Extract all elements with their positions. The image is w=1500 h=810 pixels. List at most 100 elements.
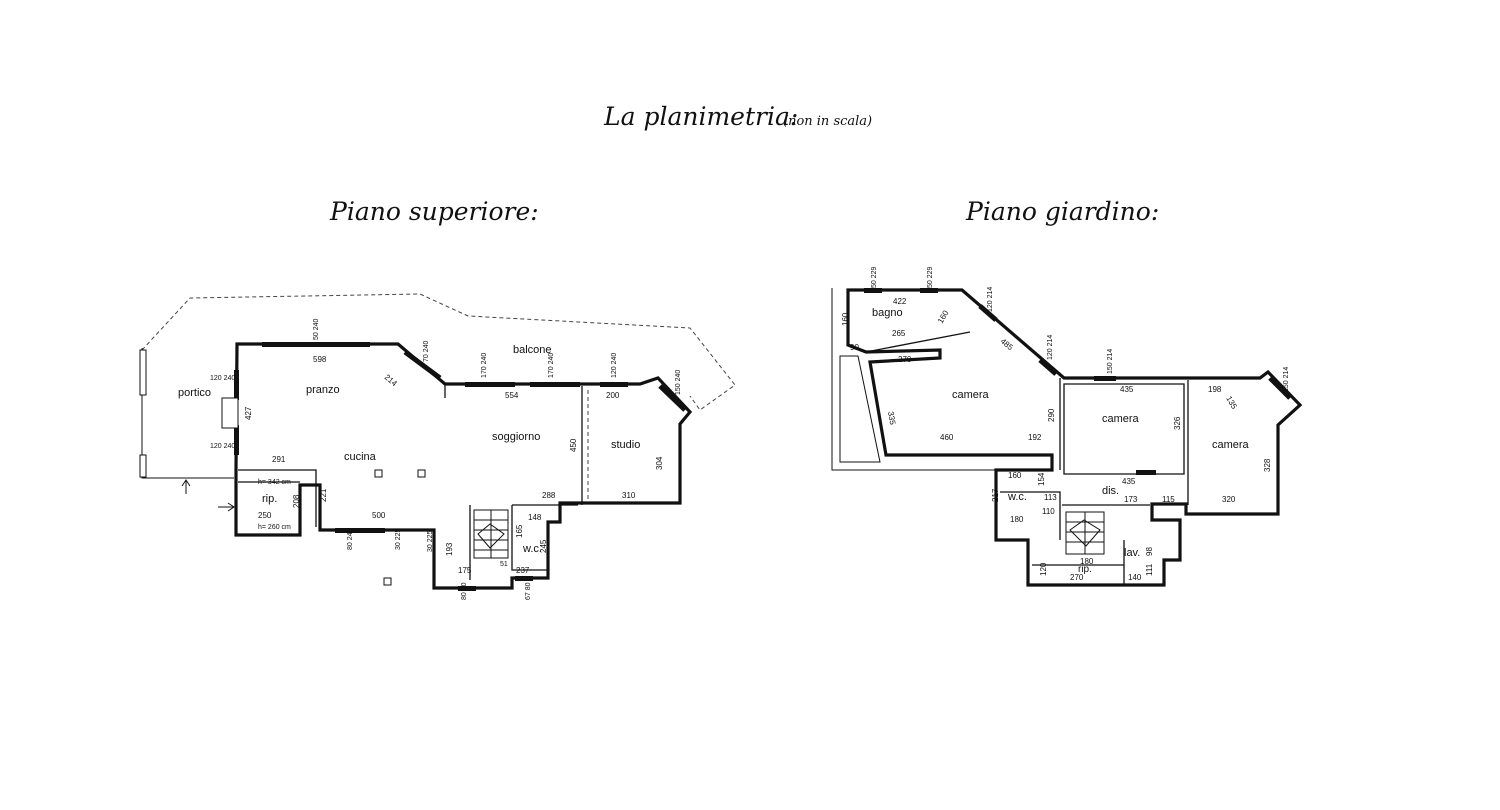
dimension-label: 460 [940,433,954,442]
wall-camera2 [1063,383,1185,475]
room-label-camera: camera [952,389,990,401]
dimension-label: h= 342 cm [258,479,291,486]
dimension-label: 111 [1145,563,1154,576]
dimension-label: 328 [1263,458,1272,472]
window-dimension: 80 240 [347,528,354,550]
upper-floor-heading: Piano superiore: [329,197,539,226]
dimension-label: 98 [1145,547,1154,556]
dimension-label: 217 [991,488,1000,502]
window [658,384,687,412]
dimension-label: 160 [1008,471,1022,480]
room-label-wc: w.c. [522,543,542,555]
dimension-label: 335 [886,411,897,426]
dimension-label: 135 [1224,395,1239,412]
wall-kitchen [238,469,317,527]
dimension-label: h= 260 cm [258,524,291,531]
room-label-lav: lav. [1124,547,1140,559]
dimension-label: 485 [999,337,1015,353]
window [978,304,998,322]
window-dimension: 30 225 [395,528,402,550]
window-dimension: 170 240 [481,353,488,378]
dimension-label: 250 [258,511,272,520]
window [234,425,239,455]
window-dimension: 67 80 [525,582,532,600]
dimension-label: 237 [516,566,530,575]
dimension-label: 221 [319,488,328,502]
dimension-label: 113 [1044,493,1057,502]
dimension-label: 120 [1039,562,1048,576]
window-dimension: 150 240 [675,370,682,395]
dimension-label: 165 [515,524,524,538]
portico-outline [141,348,234,479]
dimension-label: 173 [1124,495,1138,504]
room-label-dis: dis. [1102,485,1119,497]
dimension-label: 310 [622,491,636,500]
portico-column [139,454,147,478]
window [403,349,442,381]
window-dimension: 50 229 [927,266,934,288]
window-dimension: 50 240 [313,318,320,340]
pillar [374,469,383,478]
dimension-label: 140 [1128,573,1142,582]
garden-outer-wall [846,288,1303,587]
dimension-label: 160 [841,312,850,326]
dimension-label: 200 [606,391,620,400]
garden-floor-heading: Piano giardino: [965,197,1159,226]
upper-floor-plan: portico pranzo cucina soggiorno studio b… [139,293,736,600]
dimension-label: 427 [244,406,253,420]
window-dimension: 120 214 [1047,335,1054,360]
sheet-note: (non in scala) [783,114,872,129]
window-dimension: 150 214 [1107,349,1114,374]
dimension-label: 214 [383,373,399,389]
wall-wc [511,505,548,571]
room-label-portico: portico [178,387,211,399]
window-dimension: 30 225 [427,530,434,552]
window [515,576,533,581]
dimension-label: 291 [272,455,286,464]
entry-arrow [218,502,235,512]
dimension-label: 208 [292,494,301,508]
dimension-label: 288 [542,491,556,500]
window [1136,470,1156,475]
garden-floor-plan: bagno camera camera camera w.c. dis. lav… [831,266,1303,587]
room-label-camera: camera [1102,413,1140,425]
window [1268,376,1292,400]
room-label-studio: studio [611,439,640,451]
dimension-label: 115 [1162,495,1175,504]
window-dimension: 120 240 [611,353,618,378]
window [335,528,385,533]
dimension-label: 193 [445,542,454,556]
dimension-label: 110 [1042,507,1055,516]
window [1038,358,1058,376]
stair-garden [1065,511,1105,555]
wall-wc [1000,491,1061,540]
dimension-label: 435 [1120,385,1134,394]
dimension-label: 435 [1122,477,1136,486]
window [458,586,476,591]
dimension-label: 90 [850,343,859,352]
dimension-label: 154 [1037,472,1046,486]
room-label-balcone: balcone [513,344,552,356]
dimension-label: 245 [539,539,548,553]
window-dimension: 70 240 [423,340,430,362]
room-label-camera: camera [1212,439,1250,451]
window [262,342,370,347]
room-label-rip: rip. [1078,564,1092,575]
terrain-slope [839,355,881,463]
balcony-outline [141,293,736,411]
window-dimension: 120 240 [210,375,235,382]
pillar [383,577,392,586]
room-label-pranzo: pranzo [306,384,340,396]
pillar [417,469,426,478]
dimension-label: 320 [1222,495,1236,504]
fireplace [221,397,239,429]
dimension-label: 598 [313,355,327,364]
dimension-label: 180 [1010,515,1024,524]
dimension-label: 554 [505,391,519,400]
window [234,370,239,400]
dimension-label: 422 [893,297,907,306]
stair-upper [473,509,509,559]
room-label-cucina: cucina [344,451,377,463]
